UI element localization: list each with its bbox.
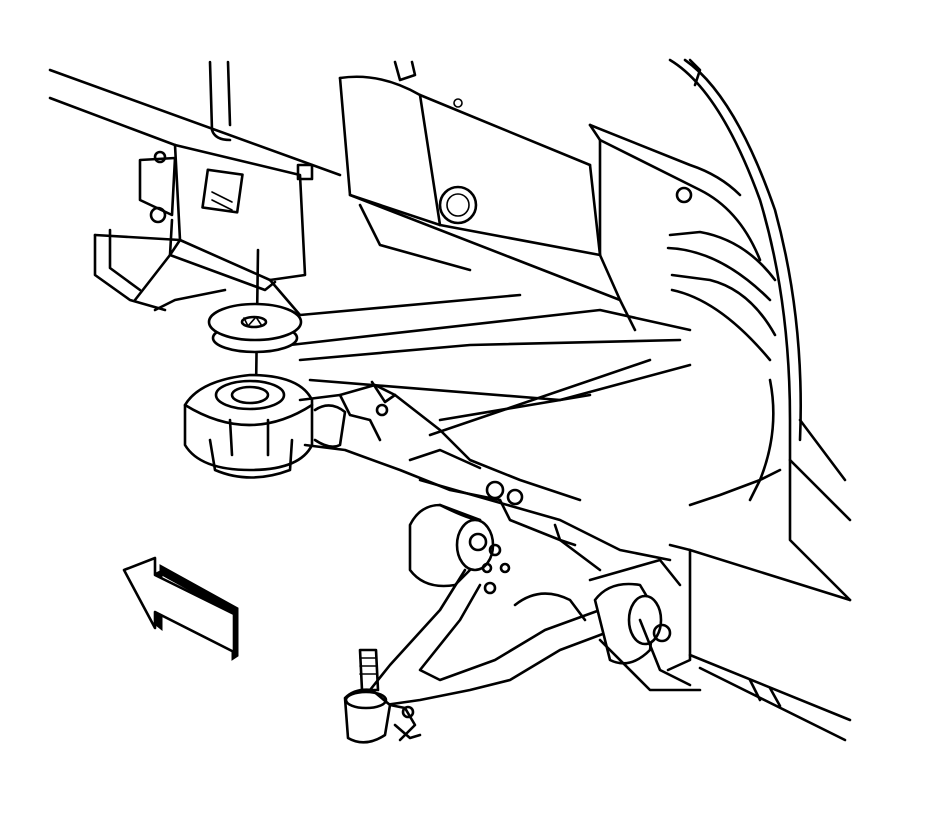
frame-rail xyxy=(48,60,637,332)
mount-bushing xyxy=(183,373,314,479)
wheelhouse xyxy=(588,58,852,602)
arrow-front-icon xyxy=(122,556,239,661)
mount-bracket xyxy=(138,143,314,292)
lower-channel xyxy=(93,218,227,312)
washer xyxy=(207,248,303,392)
floor-pan xyxy=(268,278,692,437)
control-arm xyxy=(298,380,852,742)
ball-joint xyxy=(343,648,422,744)
